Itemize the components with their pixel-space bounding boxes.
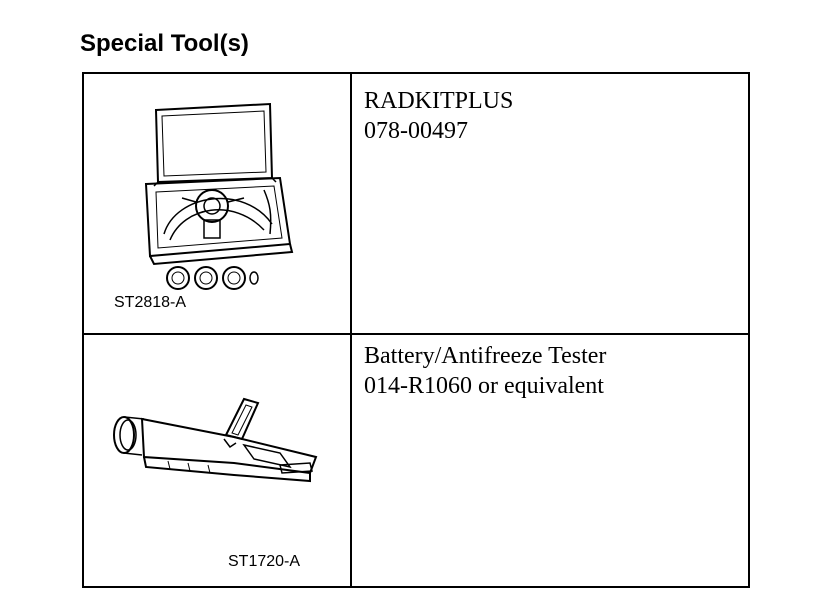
tool-description: Battery/Antifreeze Tester 014-R1060 or e… [364, 341, 606, 401]
tool-image-code: ST2818-A [114, 294, 187, 311]
tool-description: RADKITPLUS 078-00497 [364, 86, 513, 146]
page-title: Special Tool(s) [80, 30, 249, 57]
tool-image-cell: ST1720-A [84, 335, 352, 586]
tool-number: 078-00497 [364, 118, 468, 144]
tool-image-code: ST1720-A [228, 553, 301, 570]
tool-name: Battery/Antifreeze Tester [364, 343, 607, 369]
radiator-kit-illustration [144, 102, 294, 290]
tool-description-cell: Battery/Antifreeze Tester 014-R1060 or e… [352, 335, 748, 586]
refractometer-illustration [113, 397, 318, 483]
tool-description-cell: RADKITPLUS 078-00497 [352, 74, 748, 333]
table-row: ST1720-A Battery/Antifreeze Tester 014-R… [84, 335, 748, 586]
tool-number: 014-R1060 or equivalent [364, 373, 604, 399]
tool-image-cell: ST2818-A [84, 74, 352, 333]
table-row: ST2818-A RADKITPLUS 078-00497 [84, 74, 748, 335]
special-tools-table: ST2818-A RADKITPLUS 078-00497 [82, 72, 750, 588]
tool-name: RADKITPLUS [364, 88, 514, 114]
